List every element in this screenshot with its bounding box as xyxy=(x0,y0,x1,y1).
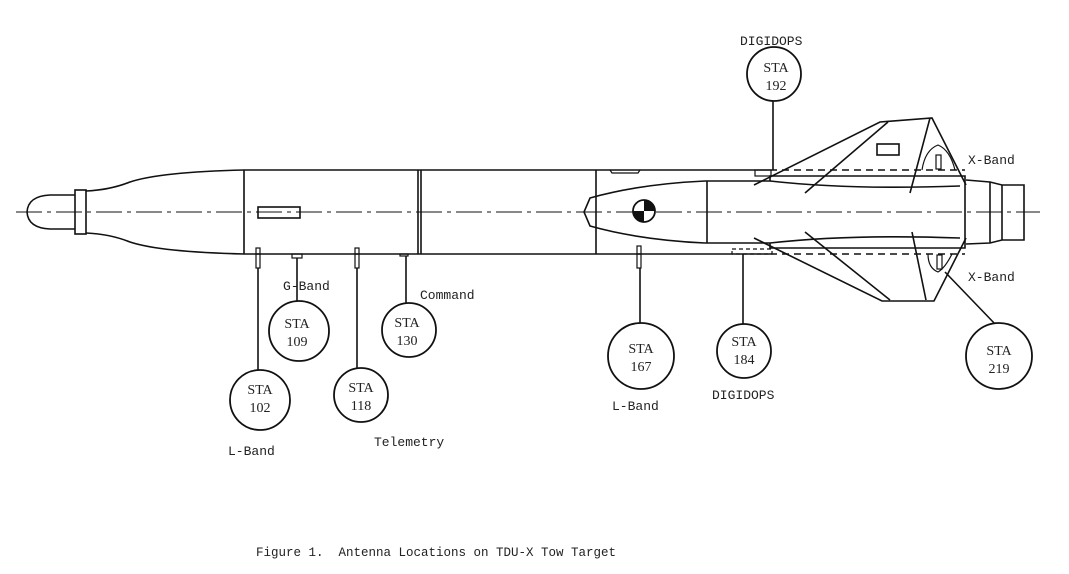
x-band-antenna-top xyxy=(935,154,942,170)
svg-text:102: 102 xyxy=(250,401,271,416)
top-bump xyxy=(609,169,641,174)
fin-top-hinge xyxy=(909,117,931,194)
svg-text:STA: STA xyxy=(394,316,420,331)
fin-top-outline xyxy=(753,117,967,186)
svg-text:192: 192 xyxy=(766,79,787,94)
svg-text:167: 167 xyxy=(631,360,652,375)
label-x-band-top: X-Band xyxy=(968,153,1015,168)
label-g-band-109: G-Band xyxy=(283,279,330,294)
label-digidops-192: DIGIDOPS xyxy=(740,34,803,49)
svg-text:STA: STA xyxy=(284,317,310,332)
nose-tip xyxy=(26,194,75,230)
svg-text:STA: STA xyxy=(247,383,273,398)
fin-top-window xyxy=(876,143,900,156)
svg-text:109: 109 xyxy=(287,335,308,350)
tail-inner-top xyxy=(769,180,961,189)
svg-text:130: 130 xyxy=(397,334,418,349)
station-219[interactable]: STA 219 xyxy=(965,322,1033,390)
station-109[interactable]: STA 109 xyxy=(268,300,330,362)
leader-219 xyxy=(944,271,997,326)
svg-text:STA: STA xyxy=(348,381,374,396)
tail-inner-bottom xyxy=(769,235,961,244)
body-window xyxy=(257,206,301,219)
label-command-130: Command xyxy=(420,288,475,303)
label-x-band-bottom: X-Band xyxy=(968,270,1015,285)
nose-ring xyxy=(74,189,87,235)
label-digidops-184: DIGIDOPS xyxy=(712,388,775,403)
svg-text:118: 118 xyxy=(351,399,371,414)
antenna-stub-130 xyxy=(399,253,409,257)
station-102[interactable]: STA 102 xyxy=(229,369,291,431)
fin-bottom-outline xyxy=(753,237,967,302)
fin-bottom-hinge xyxy=(911,231,927,301)
antenna-stub-102 xyxy=(255,247,261,269)
station-118[interactable]: STA 118 xyxy=(333,367,389,423)
x-band-antenna-bottom xyxy=(936,254,943,270)
svg-text:219: 219 xyxy=(989,362,1010,377)
antenna-stub-118 xyxy=(354,247,360,269)
figure-caption: Figure 1. Antenna Locations on TDU-X Tow… xyxy=(256,546,616,560)
digidops-housing-bottom xyxy=(731,248,773,255)
svg-text:STA: STA xyxy=(763,61,789,76)
svg-text:184: 184 xyxy=(734,353,755,368)
station-130[interactable]: STA 130 xyxy=(381,302,437,358)
svg-text:STA: STA xyxy=(986,344,1012,359)
station-184[interactable]: STA 184 xyxy=(716,323,772,379)
station-167[interactable]: STA 167 xyxy=(607,322,675,390)
tail-cone xyxy=(965,179,1025,245)
svg-text:STA: STA xyxy=(731,335,757,350)
center-of-gravity-icon xyxy=(632,199,656,223)
label-l-band-102: L-Band xyxy=(228,444,275,459)
nose-fairing-bottom xyxy=(85,232,245,255)
svg-text:STA: STA xyxy=(628,342,654,357)
fin-bottom-cutaway xyxy=(927,253,953,273)
fin-top-cutaway xyxy=(921,144,956,171)
label-telemetry-118: Telemetry xyxy=(374,435,444,450)
nose-fairing-top xyxy=(85,169,245,192)
digidops-housing-top xyxy=(754,169,772,177)
fin-bottom-leading xyxy=(804,231,891,301)
station-192[interactable]: STA 192 xyxy=(746,46,802,102)
inner-nacelle-nose xyxy=(583,180,706,244)
antenna-stub-167 xyxy=(636,245,642,269)
fin-top-leading xyxy=(804,121,889,194)
label-l-band-167: L-Band xyxy=(612,399,659,414)
